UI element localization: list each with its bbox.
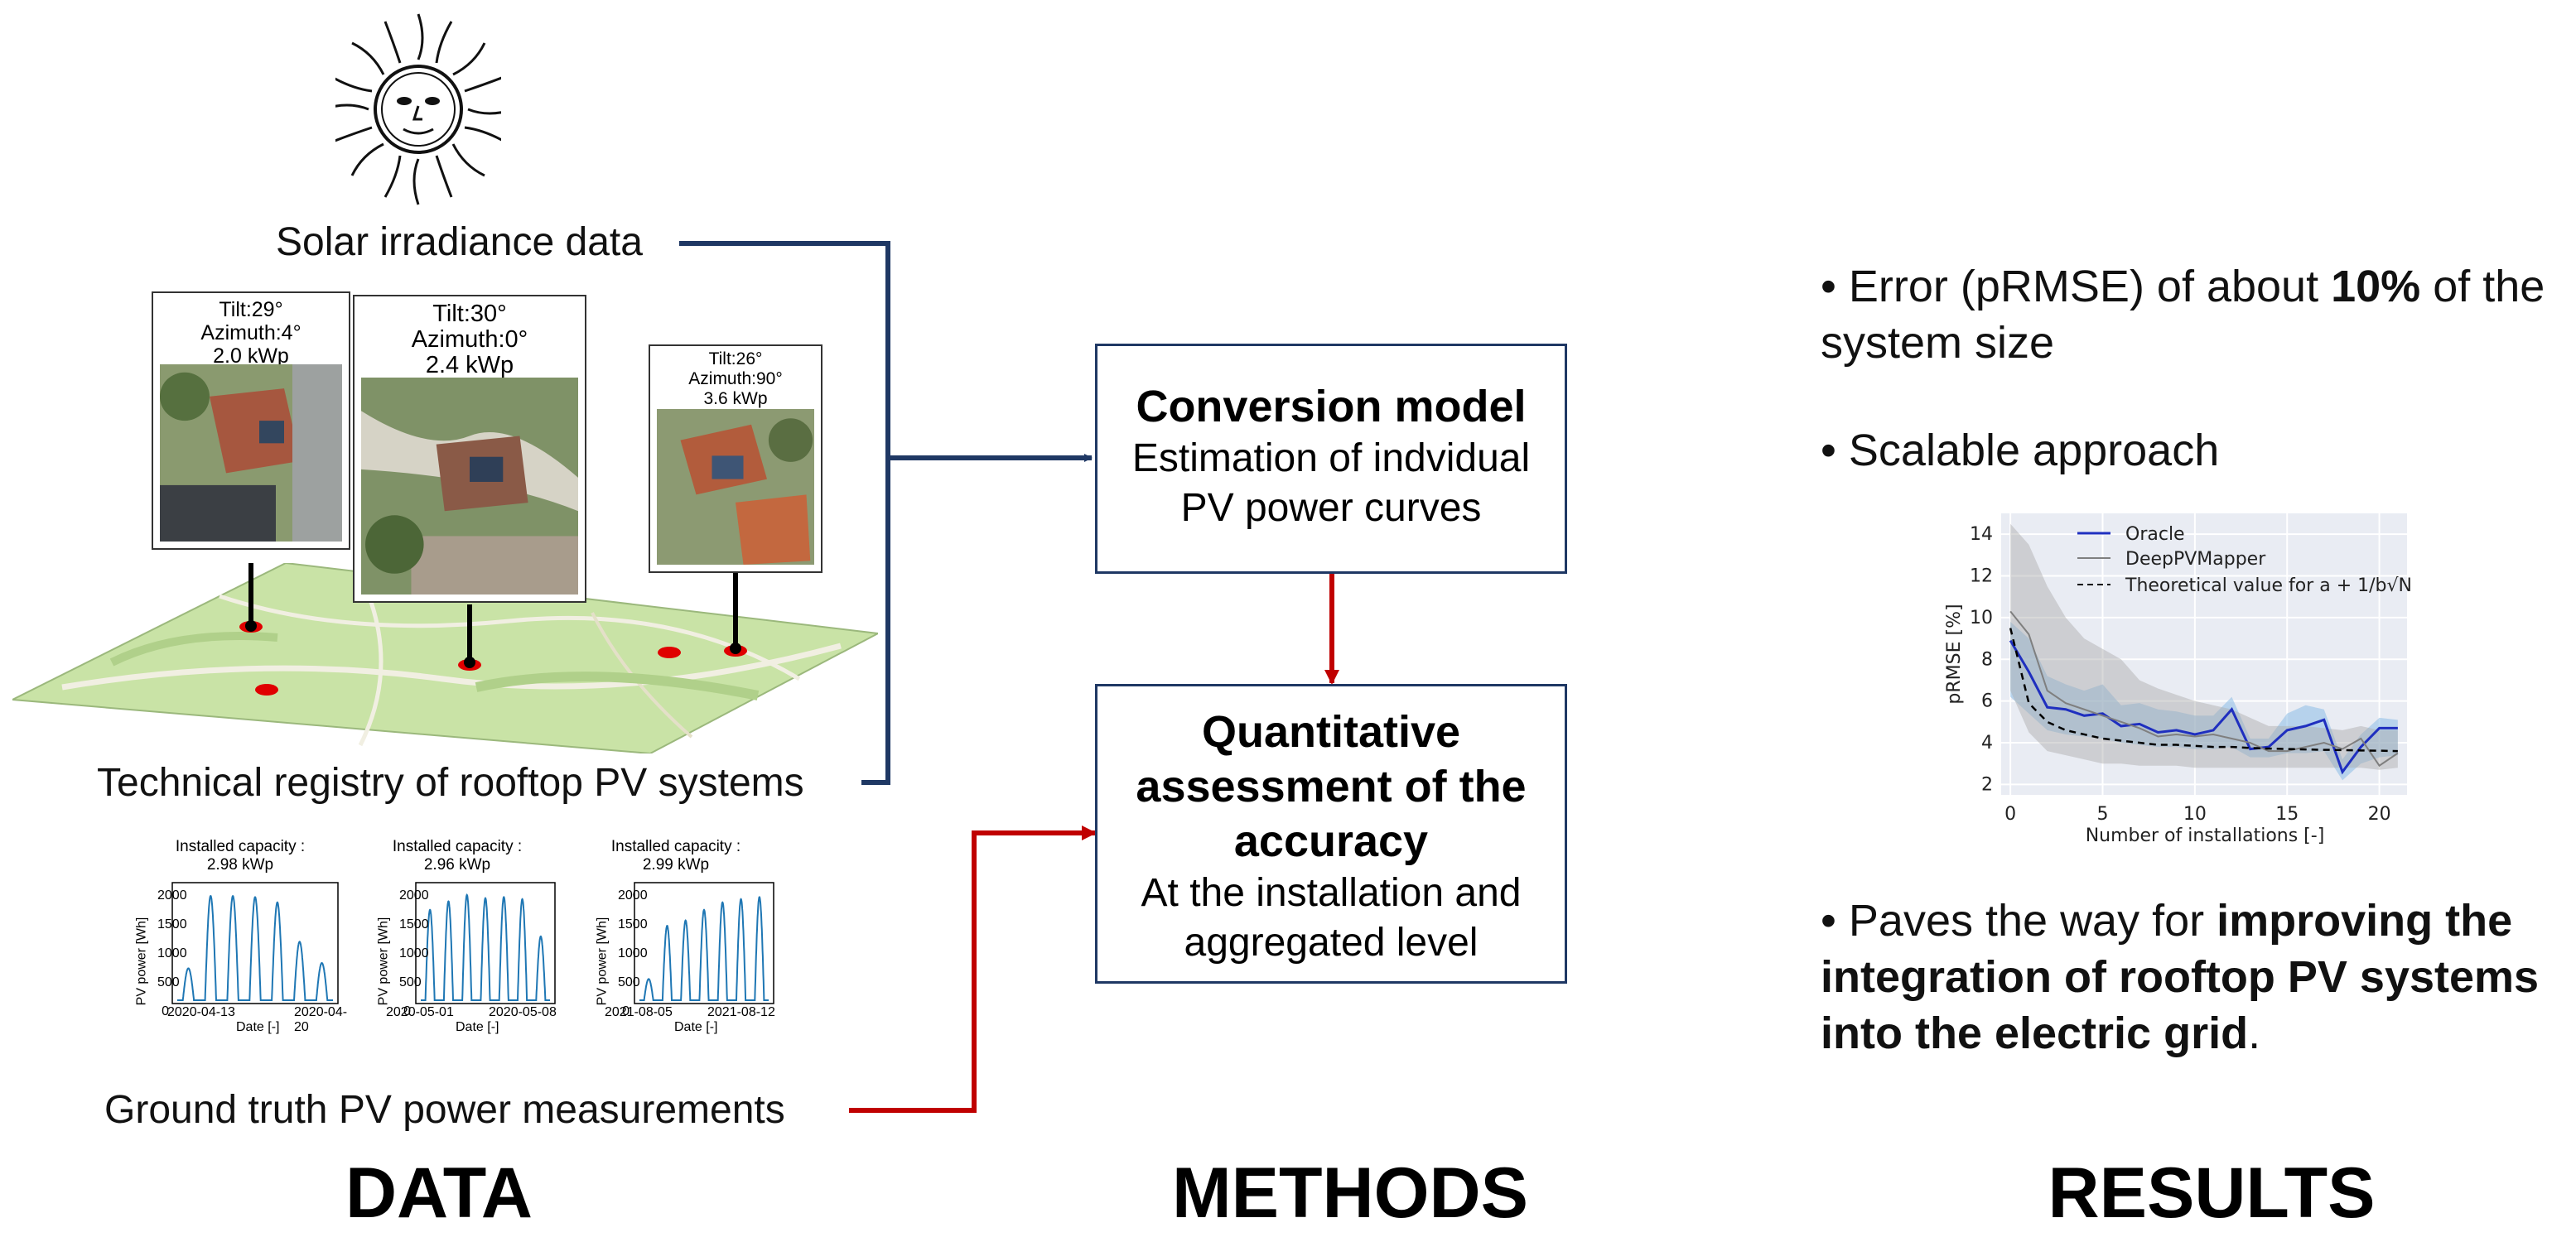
result-bullet-scalable: • Scalable approach [1821,426,2220,475]
legend-theoretical: Theoretical value for a + 1/b√N [2125,575,2410,596]
series-line [2009,628,2398,753]
irradiance-connector [679,241,890,785]
accuracy-assessment-box: Quantitative assessment of the accuracy … [1095,684,1567,984]
x-tick-label: 20 [2368,804,2391,825]
x-tick-label: 5 [2097,804,2109,825]
power-plot-graph [415,882,556,1004]
registry-label: Technical registry of rooftop PV systems [97,761,804,805]
y-tick-label: 4 [1981,733,1993,753]
sun-icon [335,13,501,205]
power-plot: Installed capacity : 2.99 kWp 2000 1500 … [568,838,784,1037]
y-tick-label: 8 [1981,649,1993,670]
installation-card: Tilt:29° Azimuth:4° 2.0 kWp [152,291,350,550]
legend-oracle: Oracle [2125,524,2185,545]
aerial-photo [657,409,814,565]
ground-truth-label: Ground truth PV power measurements [104,1088,785,1132]
chart-legend: Oracle DeepPVMapper Theoretical value fo… [2077,524,2410,596]
aerial-photo [160,364,342,542]
result-bullet-integration: • Paves the way for improving the integr… [1821,896,2540,1058]
y-tick-label: 14 [1970,524,1993,545]
x-tick-label: 0 [2004,804,2016,825]
chart-xlabel: Number of installations [-] [2086,826,2325,846]
results-heading: RESULTS [2048,1153,2376,1233]
x-tick-label: 10 [2183,804,2207,825]
y-tick-label: 12 [1970,566,1993,587]
irradiance-label: Solar irradiance data [276,220,643,264]
series-band [2010,523,2398,770]
installation-card: Tilt:26° Azimuth:90° 3.6 kWp [649,344,822,573]
y-tick-label: 10 [1970,608,1993,628]
methods-heading: METHODS [1172,1153,1528,1233]
y-tick-label: 6 [1981,691,1993,712]
installation-card: Tilt:30° Azimuth:0° 2.4 kWp [353,295,586,603]
pv-power-curve [421,893,550,1001]
ground-truth-connector [849,826,1097,1113]
legend-deeppvmapper: DeepPVMapper [2125,549,2266,570]
power-plot: Installed capacity : 2.98 kWp 2000 1500 … [133,838,348,1037]
series-line [2009,610,2399,768]
prmse-chart: 2 4 6 8 10 12 14 0 5 10 15 20 Oracle DeepPVMapper T… [1944,513,2410,846]
power-plot: Installed capacity : 2.96 kWp 2000 1500 … [350,838,565,1037]
power-plot-graph [171,882,339,1004]
data-heading: DATA [345,1153,533,1233]
pv-power-curve [177,894,333,1001]
pv-power-curve [639,896,769,1001]
chart-ylabel: pRMSE [%] [1944,604,1965,704]
conversion-model-box: Conversion model Estimation of indvidual… [1095,344,1567,574]
aerial-photo [361,378,578,595]
series-band [2010,621,2398,781]
result-bullet-error: • Error (pRMSE) of about 10% of the syst… [1821,262,2545,368]
x-tick-label: 15 [2275,804,2299,825]
y-tick-label: 2 [1981,774,1993,795]
power-plot-graph [634,882,774,1004]
registry-map [12,563,878,753]
